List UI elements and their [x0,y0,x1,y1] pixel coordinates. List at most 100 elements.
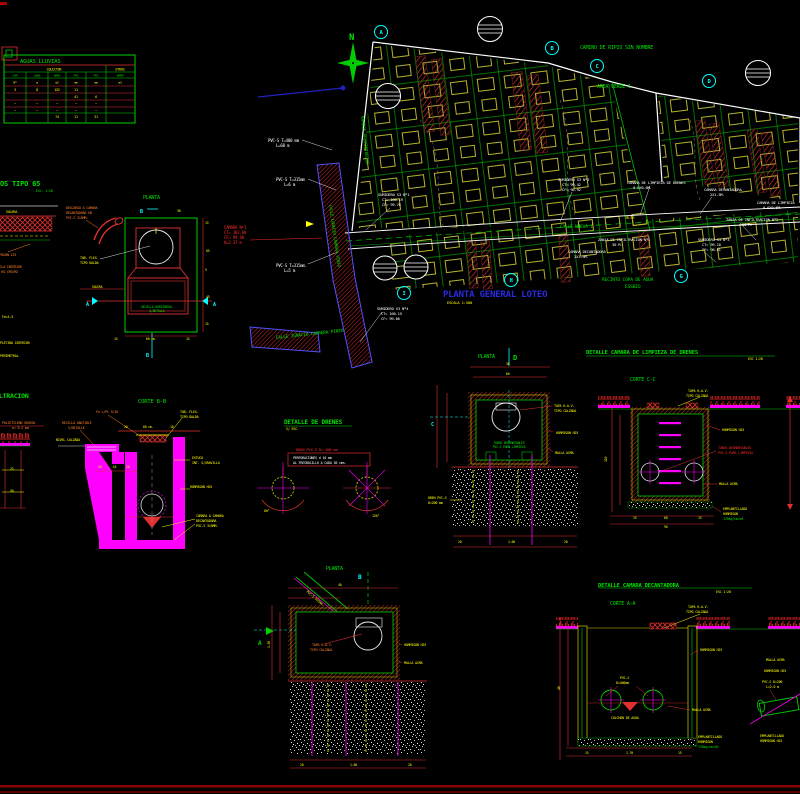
label-decantadora: DECANTADORA [196,519,216,523]
label-10: .10 [111,465,116,469]
leaders-yellow [161,417,196,541]
dren-left [257,462,309,514]
label-tubos-desmontables: TUBOS DESMONTABLES [718,446,751,450]
table-header: HORM [117,74,124,78]
label-cf-98-61: CF= 98.61 [702,247,722,252]
label-60-cm: 60 cm. [143,425,154,429]
plan-marker-circle-i [397,286,411,300]
label-1-00: 1.00 [350,763,357,767]
plan-marker-circle-h [504,273,518,287]
label-65: 65 [206,249,210,253]
area-verde-line [611,81,651,231]
label-int-s-gravilla: INT. S/GRAVILLA [192,461,220,465]
label-hormigon-h25: HORMIGON H25 [556,431,578,435]
label-d: D [513,354,517,362]
detail-camara-limpieza-corte [586,355,800,525]
north-compass-icon [337,42,369,84]
label-mezcla-interior: MEZCLA INTERIOR [0,265,23,269]
label-tipo-calzada: TIPO CALZADA [310,648,332,652]
label-110: 110 [604,457,608,462]
label-ct-100-15: CT= 100.15 [381,311,402,316]
label-os-tipo-65: OS TIPO 65 [0,180,40,188]
label-infiltracion: INFILTRACION [0,392,29,400]
table-unit: m2 [55,81,59,85]
label-a: A [86,302,89,308]
detail-drenes [257,425,391,514]
label-pvc-s-315mm: PVC-S 315MM. [196,524,218,528]
table-cell: — [36,108,39,112]
label-detalle-de-drenes: DETALLE DE DRENES [284,419,343,426]
label-varios-propietarios: VARIOS PROPIETARIOS [359,116,370,166]
label-rejilla-abatible: REJILLA ABATIBLE [62,421,92,425]
table-unit: mm [94,81,98,85]
label-corte-a-a: CORTE A-A [610,601,635,607]
table-header: CAM [13,74,18,78]
table-cell: — [75,102,78,106]
label-0-6x0-6m: 0.6X0.6M. [633,185,652,190]
plan-marker-circle-b [545,41,559,55]
label-ct-99-42: CT= 99.42 [562,182,581,187]
label-hormigon-h25: HORMIGON H25 [760,739,782,743]
label-essbio: ESSBIO [625,284,641,290]
label-decantadora-en: DECANTADORA EN [66,211,92,215]
table-cell: — [14,102,17,106]
label-15: 15 [698,516,702,520]
label-tapa-h-a-v: TAPA H.A.V. [688,605,708,609]
table-cell: — [95,108,98,112]
plan-marker-c: C [595,64,598,70]
table-cell: — [95,102,98,106]
label-al-tresbolillo-a-cada-30-cms: AL TRESBOLILLO A CADA 30 cms. [293,461,347,465]
tree-icon [372,255,398,281]
label-10: 10 [170,425,174,429]
label-emplantillado: EMPLANTILLADO [698,735,722,739]
label-planta: PLANTA [326,566,343,572]
label-a: A [213,302,216,308]
label-tub-flex: TUB. FLEX. [80,256,99,260]
table-cell: 11 [74,115,78,119]
plan-marker-circle-a [374,25,388,39]
label-e-0-2-mm: e= 0.2 mm [12,426,29,430]
label-planta: PLANTA [478,354,495,360]
label-2x1-5m: 2X1.5M. [574,254,589,259]
label-camara-a-camara: CAMARA A CAMARA [196,514,224,518]
blue-service-line [257,87,344,98]
plan-marker-i: I [402,291,405,297]
table-unit: mm [74,81,78,85]
label-recinto-copa-de-agua: RECINTO COPA DE AGUA [602,277,654,283]
label-camara-n-1: CAMARA Nº1 [224,225,247,230]
table-unit: m [36,81,38,85]
label-pvc-s-t-315mm: PVC-S T=315mm. [276,263,307,268]
label-cf-99-76: CF= 99.76 [382,202,402,207]
chamber-walls [85,437,185,549]
label-45: 45 [206,295,210,299]
plan-marker-g: G [679,274,683,280]
label-b: B [358,574,362,581]
label-planta-general-loteo: PLANTA GENERAL LOTEO [443,290,548,300]
table-unit: m3 [118,81,122,85]
leaders-red [605,649,699,741]
table-group-colector: COLECTOR [47,68,63,72]
label-15: 15 [114,337,118,341]
label-colchon-de-agua: COLCHON DE AGUA [611,716,639,720]
label-120: 120° [372,514,380,518]
label-s-esc: S/ ESC. [286,427,299,431]
label-1-00: 1.00 [508,540,515,544]
detail-camara-decantadora-planta [254,571,427,769]
label-hormigon-125: HORMIGON 125 [0,253,16,257]
plan-marker-circle-d [702,74,716,88]
label-pvc-s-t-400-mm: PVC-S T=400 mm [268,138,300,143]
label-c: C [431,422,434,428]
plan-marker-circle-c [590,59,604,73]
label-malla-acma: MALLA ACMA [404,661,423,665]
label-90: 90 [664,525,668,529]
label-cf-99-98: CF= 99.98 [224,235,245,240]
label-20: 20 [124,425,128,429]
label-ct-99-10: CT= 99.10 [702,242,722,247]
pipe-sketch [749,689,800,725]
label-zanja-de-infiltracion-n-1: ZANJA DE INFILTRACION Nº1 [598,237,651,242]
label-pvc-s-315mm: PVC-S 315MM. [66,216,88,220]
label-15: 15 [205,322,209,326]
tree-icon [745,60,771,86]
